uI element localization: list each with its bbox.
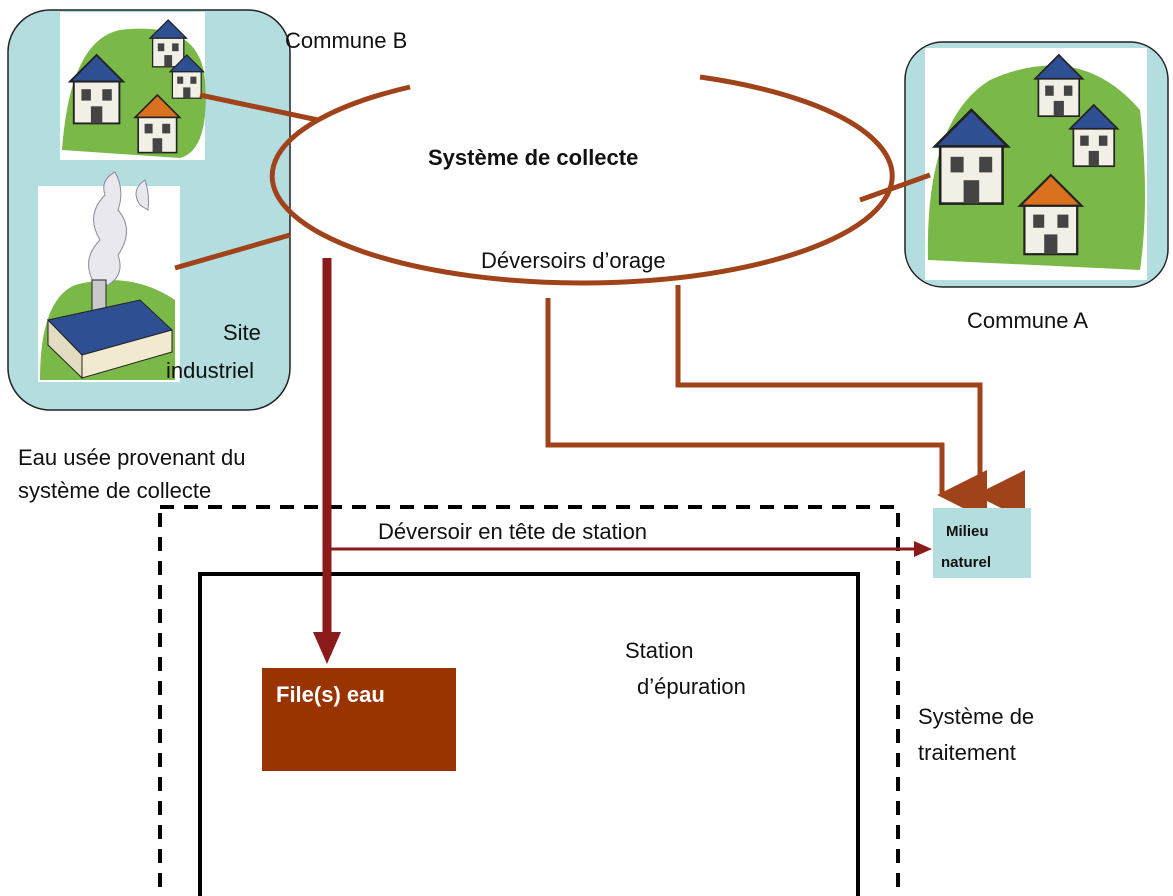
file-eau-box [262, 668, 456, 771]
eau-usee-label-line2: système de collecte [18, 478, 211, 503]
deversoirs-orage-label: Déversoirs d’orage [481, 248, 666, 273]
station-box [198, 572, 860, 896]
village-icon [60, 12, 206, 160]
site-industriel-label-line1: Site [223, 320, 261, 345]
overflow-pipe-1 [545, 298, 987, 520]
milieu-naturel-box [933, 508, 1031, 578]
village-icon [925, 48, 1147, 280]
commune-b-label: Commune B [285, 28, 407, 53]
site-industriel-label-line2: industriel [166, 358, 254, 383]
commune-a-label: Commune A [967, 308, 1088, 333]
file-eau-label: File(s) eau [276, 682, 385, 707]
collection-system-ellipse [269, 74, 895, 286]
treatment-system-box [158, 505, 900, 896]
deversoir-tete-label: Déversoir en tête de station [378, 519, 647, 544]
milieu-naturel-label-line1: Milieu [946, 523, 989, 540]
collection-system-title: Système de collecte [428, 145, 638, 170]
station-overflow-arrowhead [914, 541, 932, 557]
station-label-line2: d’épuration [637, 674, 746, 699]
link-commune-a [859, 172, 931, 203]
main-pipe-arrowhead [313, 632, 341, 664]
overflow-pipe-2 [675, 285, 1025, 520]
station-label-line1: Station [625, 638, 694, 663]
link-commune-b [199, 92, 319, 123]
link-site-industriel [174, 232, 291, 271]
treatment-label-line1: Système de [918, 704, 1034, 729]
milieu-naturel-label-line2: naturel [941, 554, 991, 571]
eau-usee-label-line1: Eau usée provenant du [18, 445, 246, 470]
treatment-label-line2: traitement [918, 740, 1016, 765]
factory-icon [38, 171, 180, 382]
